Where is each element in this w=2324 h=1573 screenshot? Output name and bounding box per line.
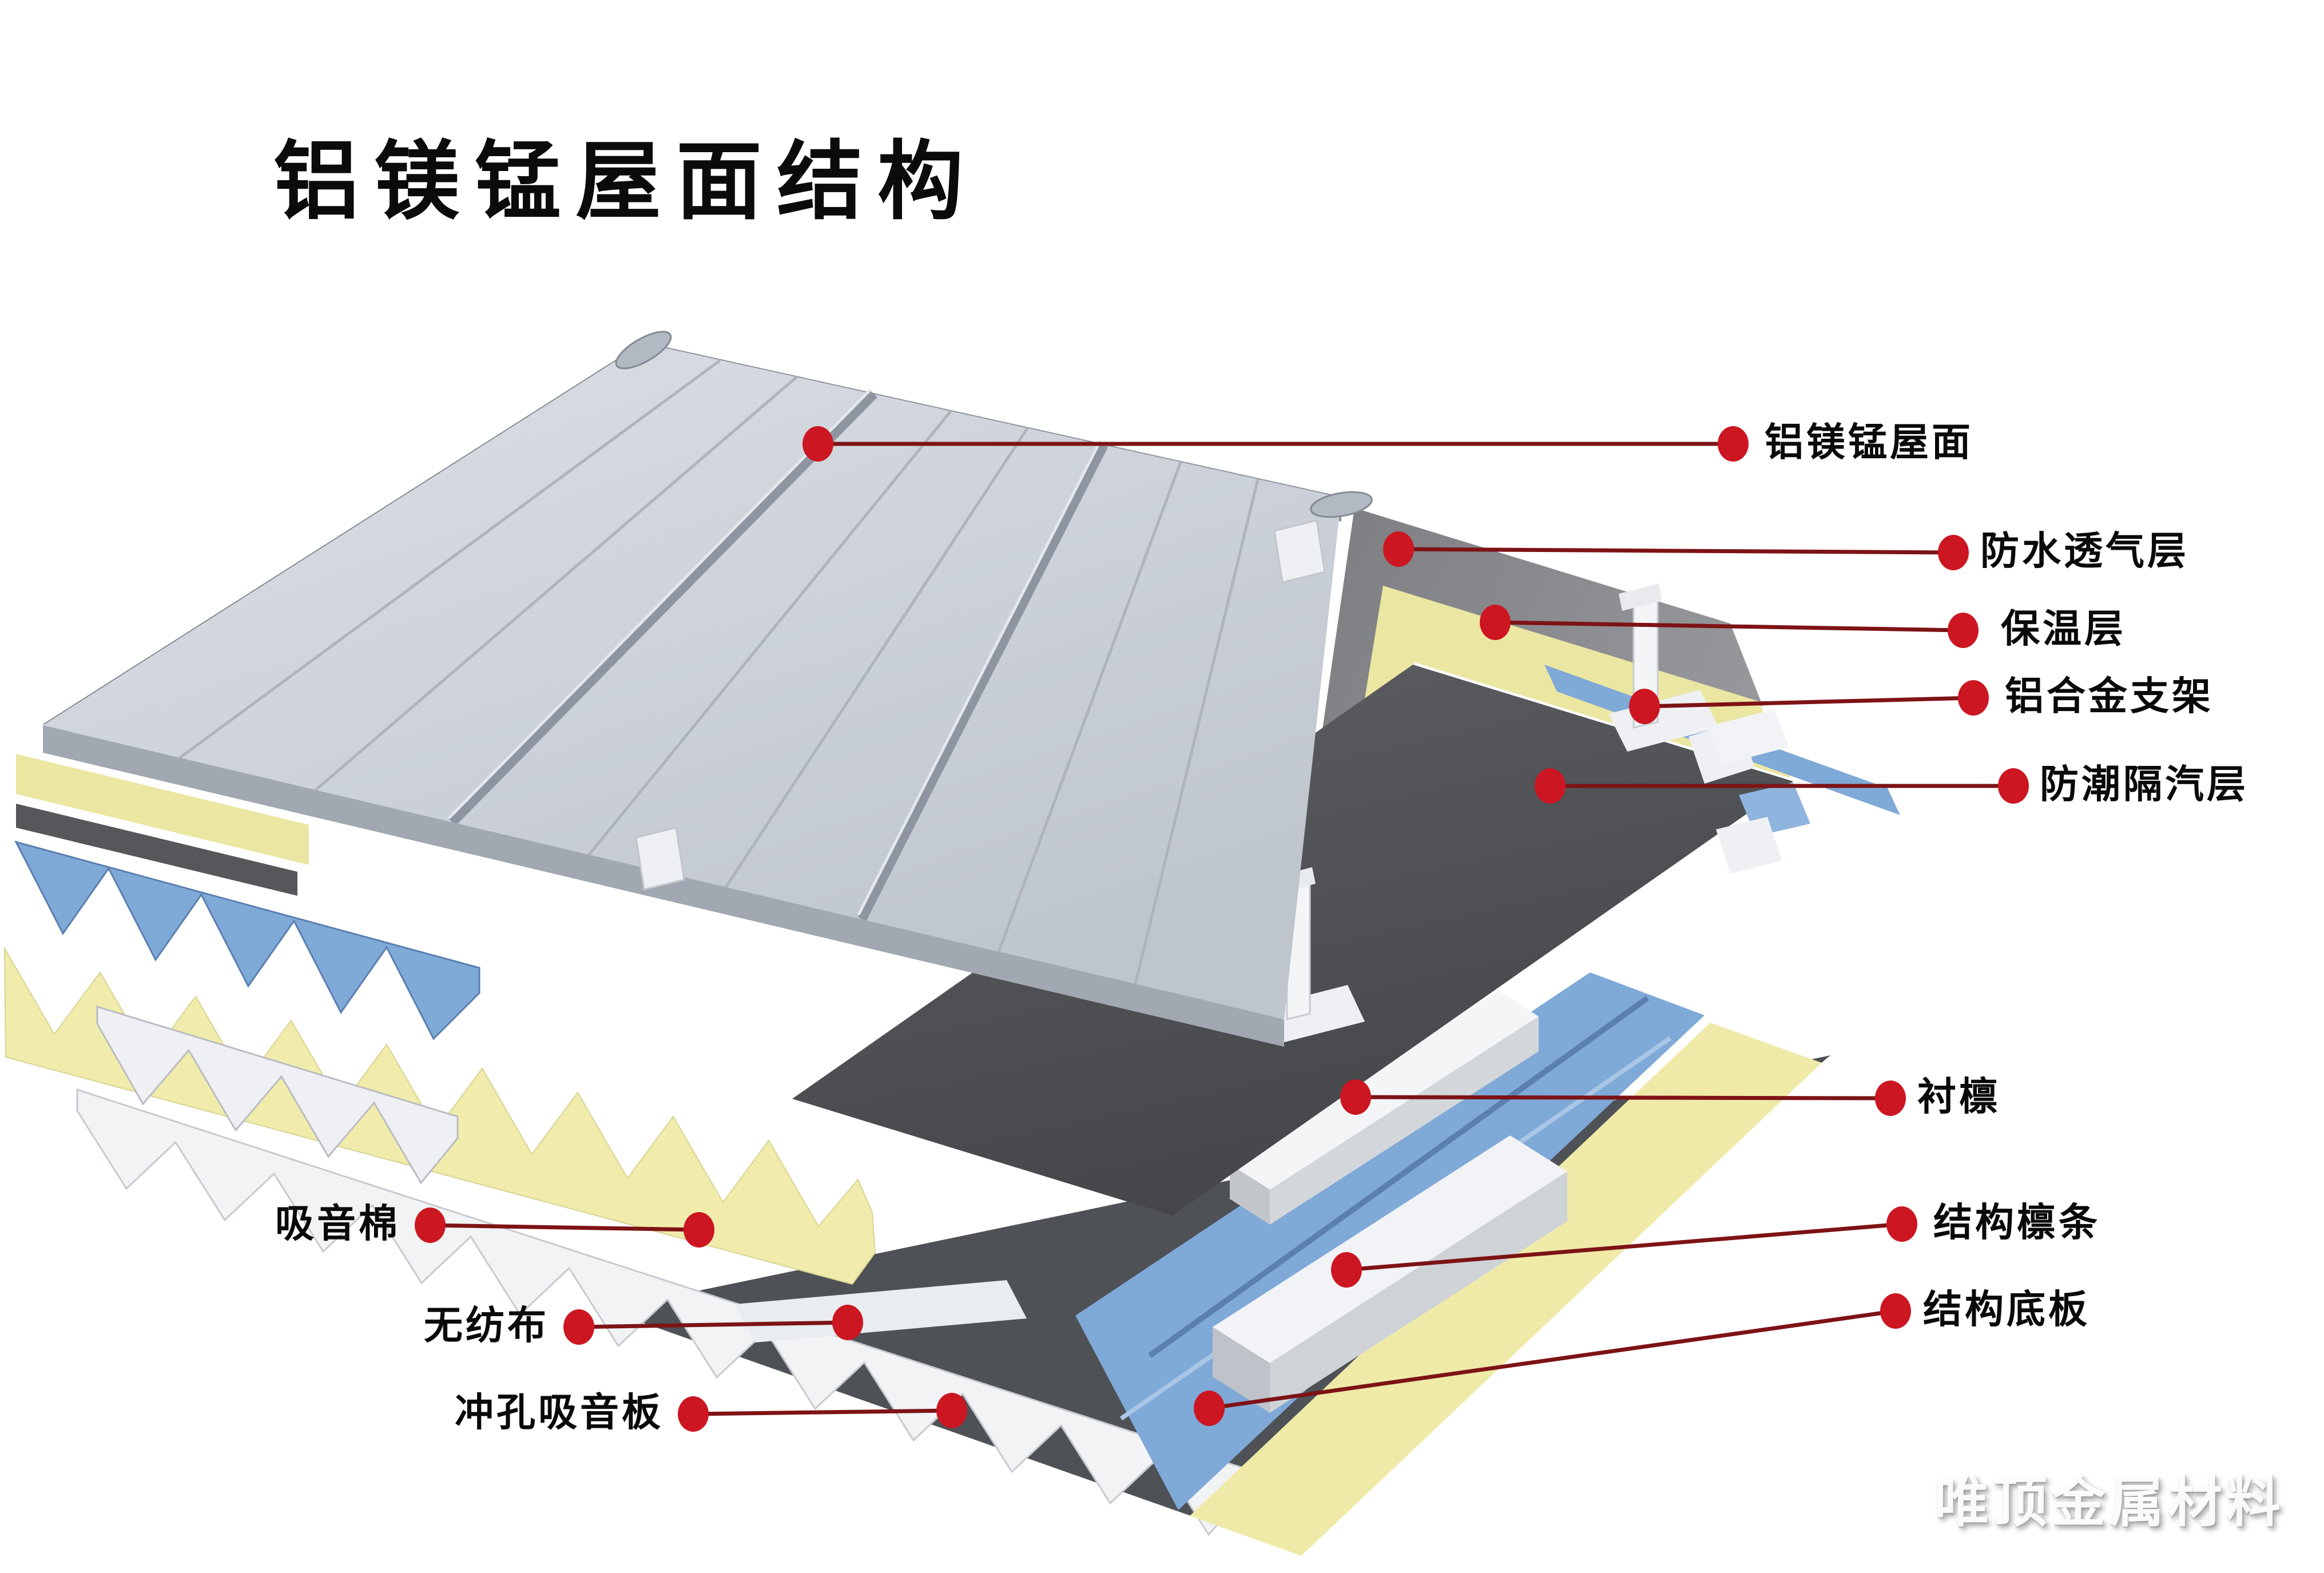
leader-dot bbox=[1383, 531, 1414, 567]
acoustic-cotton-right bbox=[1190, 1023, 1822, 1556]
roof-surface bbox=[43, 343, 1341, 1019]
layer-label-0: 铝镁锰屋面 bbox=[1765, 420, 1974, 464]
vapor-barrier-left-band bbox=[16, 804, 297, 896]
leader-dot bbox=[832, 1305, 863, 1340]
layer-label-4: 防潮隔汽层 bbox=[2040, 762, 2249, 807]
layer-label-2: 保温层 bbox=[2001, 607, 2127, 651]
layer-label-10: 冲孔吸音板 bbox=[454, 1391, 664, 1435]
leader-line bbox=[578, 1320, 848, 1329]
lining-purlin bbox=[1230, 991, 1539, 1225]
annotation-layer bbox=[415, 426, 2029, 1432]
leader-dot bbox=[936, 1393, 967, 1428]
roof-rib bbox=[724, 427, 1029, 888]
roof-rib bbox=[178, 359, 721, 760]
leader-dot bbox=[1948, 613, 1979, 648]
leader-dot bbox=[803, 426, 833, 462]
deck-left-sawtooth bbox=[14, 840, 480, 1040]
diagram-title: 铝镁锰屋面结构 bbox=[273, 133, 979, 229]
structural-purlin bbox=[1213, 1135, 1567, 1413]
leader-line bbox=[1355, 1095, 1891, 1101]
leader-line bbox=[693, 1408, 952, 1416]
leader-dot bbox=[1340, 1079, 1371, 1115]
layer-label-7: 结构底板 bbox=[1923, 1288, 2091, 1332]
leader-dot bbox=[563, 1309, 594, 1345]
leader-dot bbox=[1875, 1081, 1906, 1116]
leader-dot bbox=[1958, 680, 1989, 716]
insulation-left-band bbox=[16, 754, 309, 865]
nonwoven-fabric bbox=[735, 1280, 1027, 1342]
leader-dot bbox=[1998, 768, 2029, 804]
leader-dot bbox=[1938, 535, 1969, 570]
roof-seam bbox=[449, 391, 877, 826]
seam-cap bbox=[1310, 491, 1373, 518]
leader-dot bbox=[1194, 1391, 1225, 1426]
layer-label-3: 铝合金支架 bbox=[2005, 674, 2214, 718]
purlin-front-sliver bbox=[1716, 817, 1782, 873]
layer-label-6: 结构檩条 bbox=[1933, 1201, 2101, 1245]
leader-dot bbox=[1880, 1293, 1911, 1329]
roof-eave-face bbox=[43, 725, 1284, 1047]
roof-seam-highlight bbox=[857, 439, 1102, 916]
white-teeth-band bbox=[96, 1005, 459, 1185]
seam-cap bbox=[615, 331, 672, 370]
layer-label-5: 衬檩 bbox=[1917, 1075, 2001, 1119]
leader-line bbox=[1495, 620, 1964, 633]
roof-seam bbox=[857, 443, 1109, 921]
roof-rib bbox=[997, 462, 1182, 952]
deck-rib bbox=[1148, 995, 1649, 1358]
roof-rib bbox=[1134, 479, 1260, 984]
roof-rib bbox=[588, 410, 952, 856]
leader-line bbox=[1209, 1309, 1896, 1411]
leader-dot bbox=[1718, 426, 1749, 462]
roof-seam-highlight bbox=[448, 388, 872, 819]
leader-dot bbox=[684, 1212, 714, 1248]
metal-roof bbox=[43, 331, 1373, 1047]
leader-dot bbox=[1535, 768, 1566, 804]
leader-line bbox=[430, 1223, 700, 1232]
leader-line bbox=[1644, 696, 1974, 709]
layer-label-8: 吸音棉 bbox=[275, 1202, 400, 1246]
leader-line bbox=[1346, 1222, 1902, 1272]
roof-clip bbox=[1273, 519, 1326, 583]
leader-dot bbox=[415, 1207, 446, 1243]
leader-dot bbox=[678, 1396, 709, 1432]
watermark: 唯顶金属材料 bbox=[1934, 1472, 2285, 1533]
leader-line bbox=[1398, 547, 1954, 555]
roof-clip bbox=[635, 827, 685, 891]
leader-dot bbox=[1629, 689, 1660, 724]
layer-label-1: 防水透气层 bbox=[1980, 529, 2190, 573]
leader-dot bbox=[1886, 1206, 1917, 1242]
roof-rib bbox=[315, 376, 798, 791]
leader-dot bbox=[1331, 1252, 1362, 1288]
layer-label-9: 无纺布 bbox=[423, 1304, 549, 1348]
leader-dot bbox=[1480, 605, 1511, 640]
acoustic-cotton-left bbox=[3, 946, 876, 1285]
